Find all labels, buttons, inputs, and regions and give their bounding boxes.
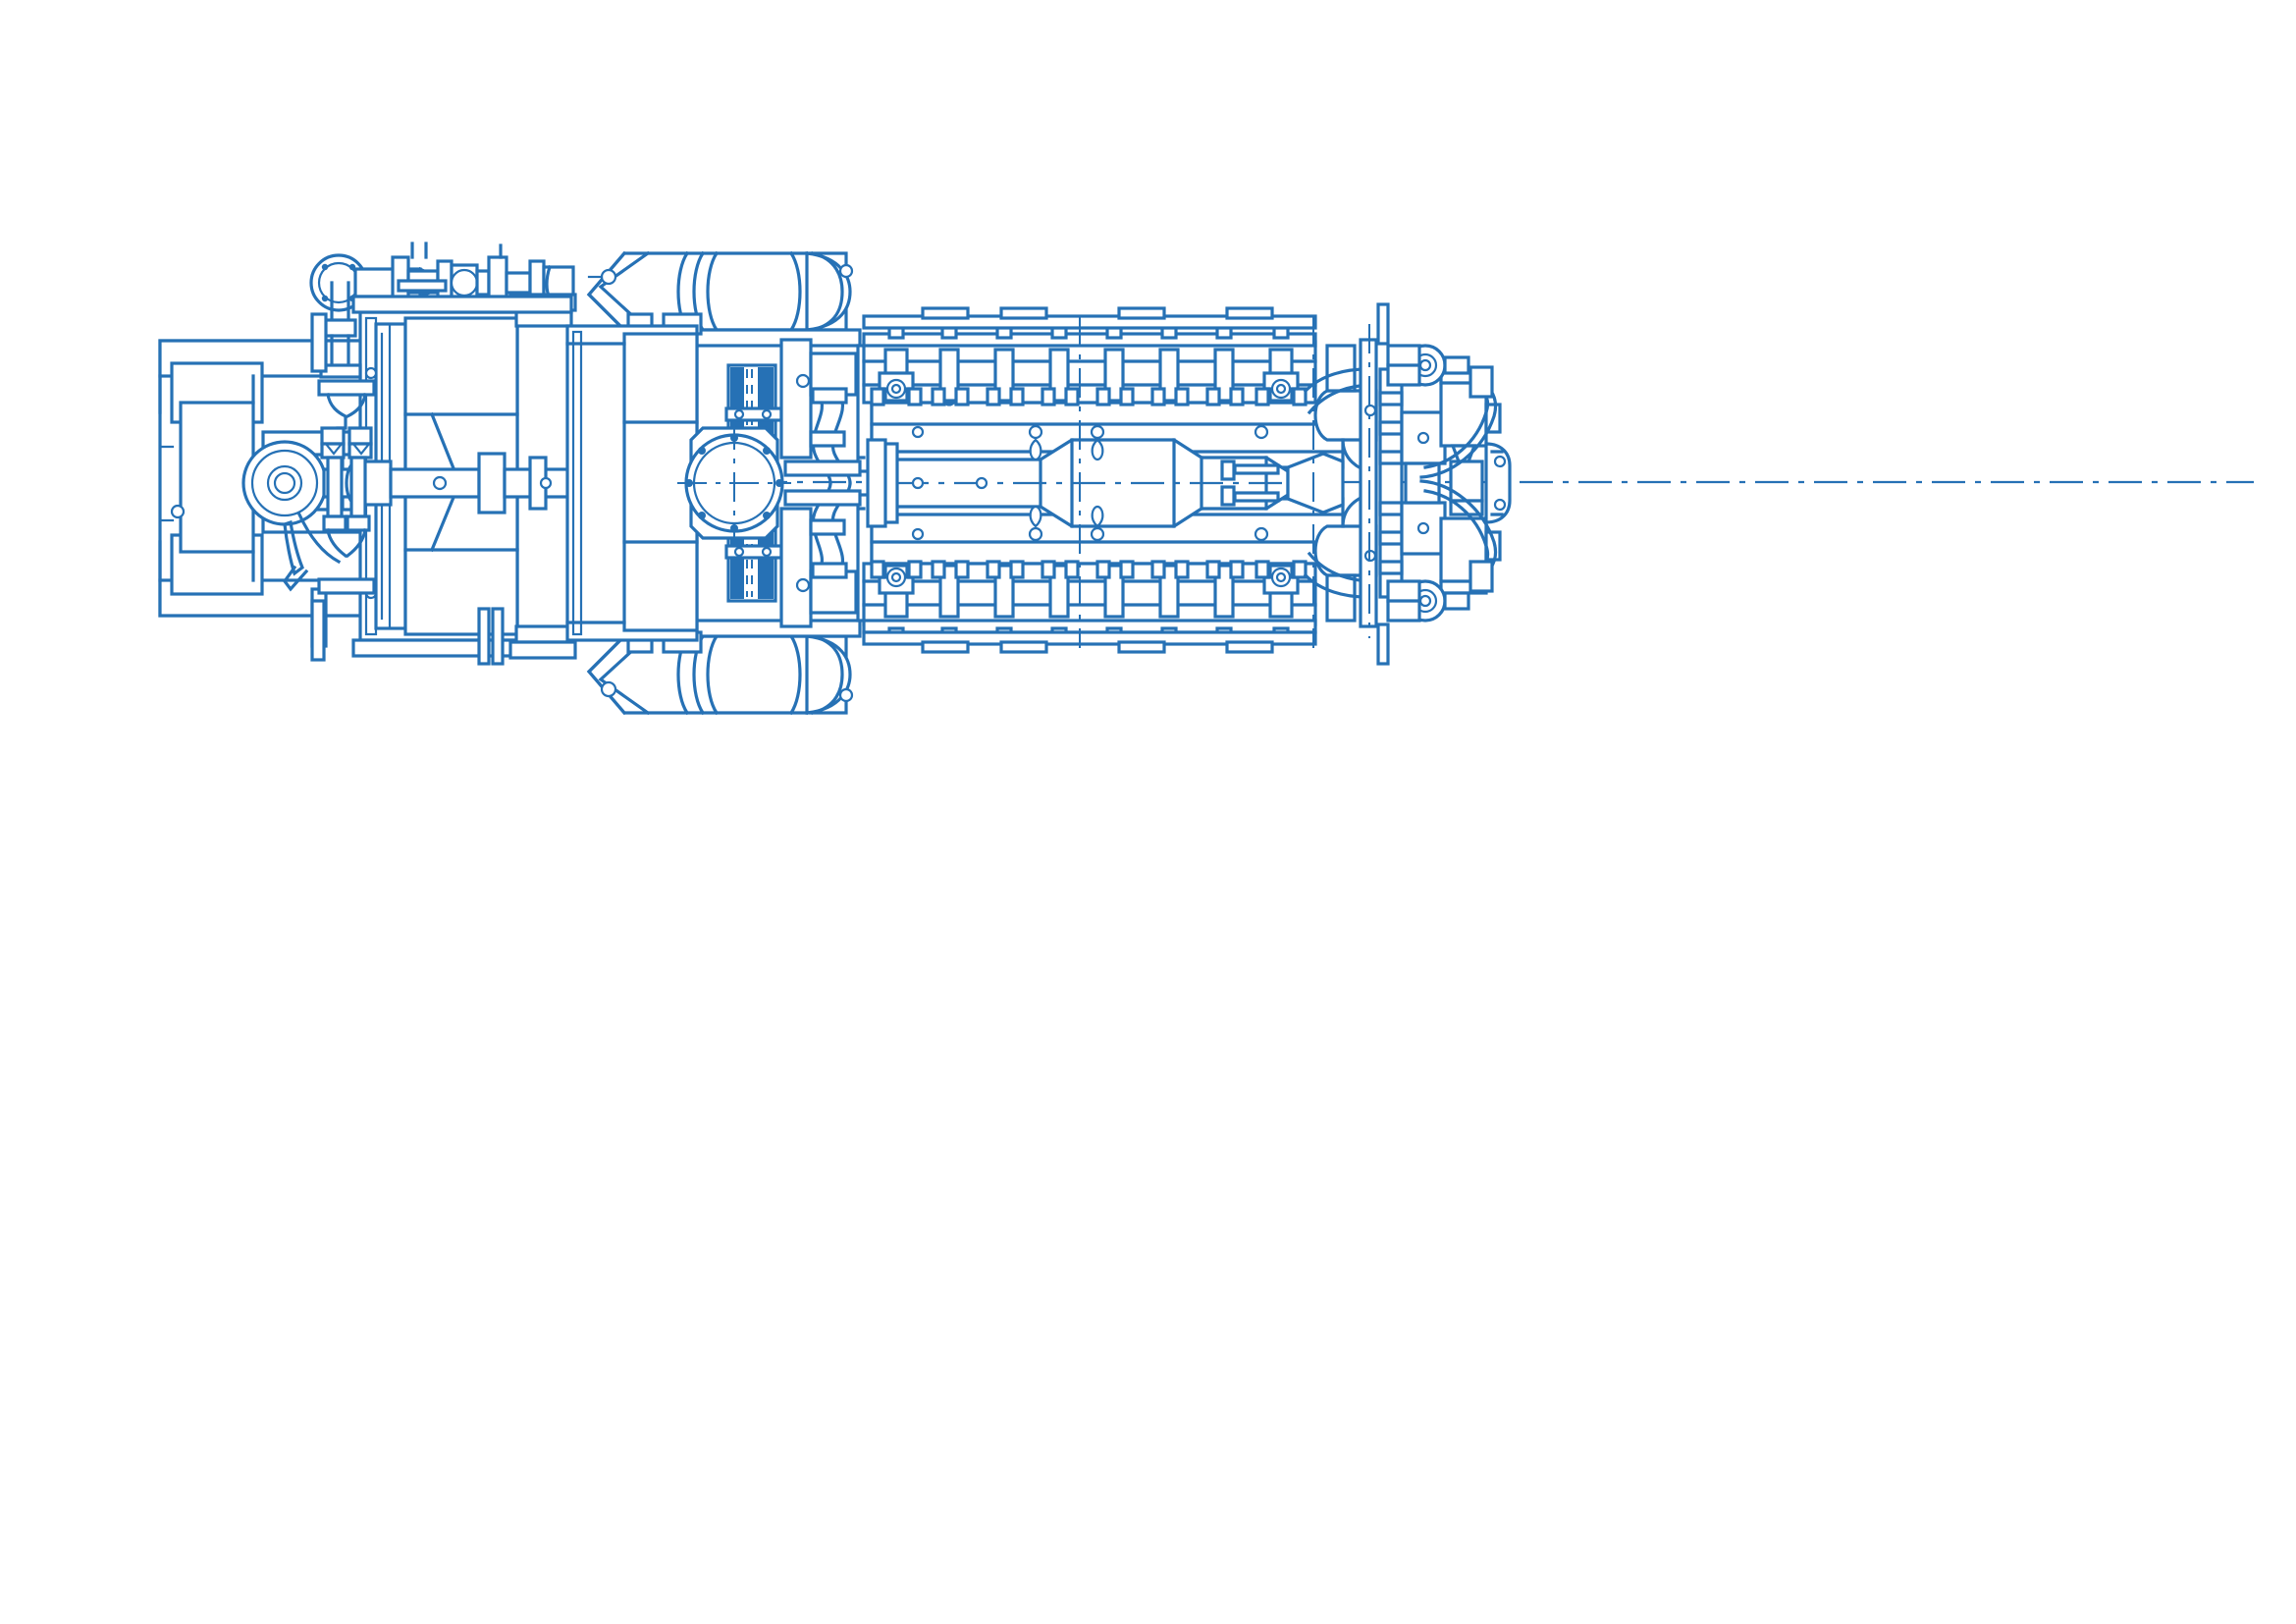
transition-piping-column xyxy=(779,338,874,628)
exhaust-silencer-upper xyxy=(586,250,862,348)
rocker-cover-upper xyxy=(862,332,1317,348)
cylinder-bank-lower xyxy=(862,560,1317,646)
crankcase-ports xyxy=(911,424,1269,542)
right-vertical-post xyxy=(1376,302,1390,666)
central-intake-manifold xyxy=(866,438,1345,528)
reference-centerlines xyxy=(1079,316,1370,648)
alternator-top-piping xyxy=(309,242,577,379)
cylinder-bank-upper xyxy=(862,314,1317,406)
alternator-cooling-fan xyxy=(241,440,342,592)
flywheel-housing-flange xyxy=(677,420,791,546)
turbo-inlet-lower xyxy=(1325,573,1357,623)
alternator-enclosure xyxy=(358,310,519,642)
coupling-flange-1 xyxy=(477,452,507,514)
support-bracket-cluster xyxy=(317,379,376,595)
engine-side-pipe-runs xyxy=(858,456,1280,511)
rocker-cover-lower xyxy=(862,619,1317,634)
base-panel xyxy=(179,401,255,554)
engine-top-fittings xyxy=(921,306,1274,654)
mid-housing-block xyxy=(565,324,699,642)
free-end-assembly xyxy=(1303,338,1512,628)
left-vertical-posts xyxy=(310,599,505,666)
turbo-inlet-upper xyxy=(1325,344,1357,393)
